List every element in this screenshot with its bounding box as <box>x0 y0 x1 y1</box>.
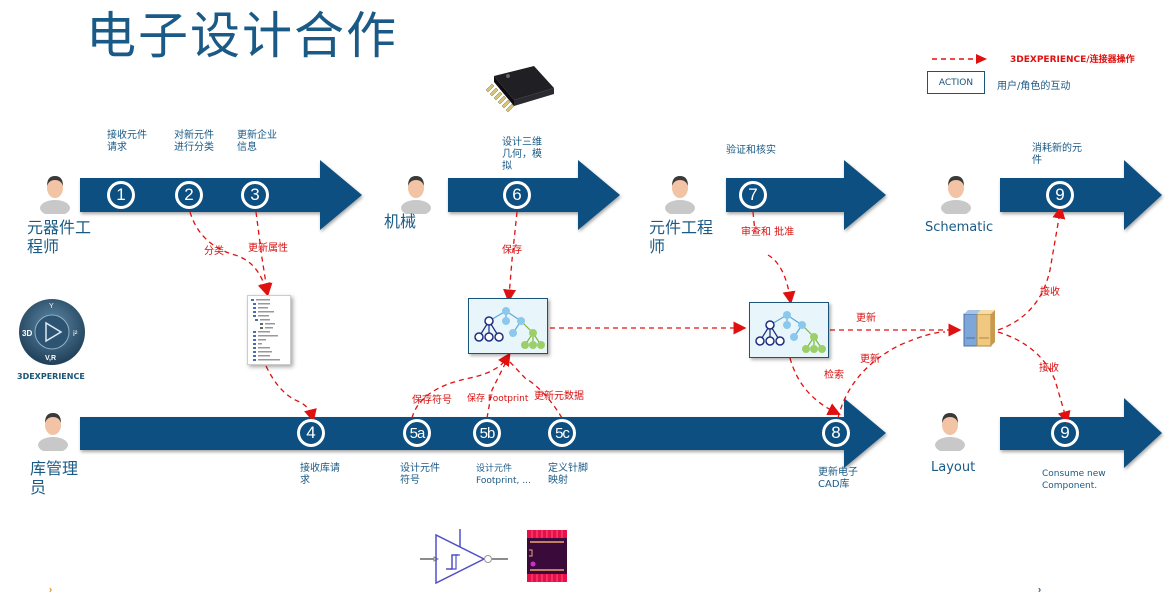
step-circle-4[interactable]: 4 <box>297 419 325 447</box>
connector-tree2-to-8 <box>789 357 841 416</box>
step-3-note: 更新企业信息 <box>237 130 277 153</box>
connector-7-to-tree2 <box>752 211 756 233</box>
3dexperience-logo-text: 3DEXPERIENCE <box>17 372 85 381</box>
step-circle-2[interactable]: 2 <box>175 181 203 209</box>
label-update-2: 更新 <box>860 354 880 365</box>
step-circle-5a[interactable]: 5a <box>403 419 431 447</box>
person-icon-component-engineer-top <box>40 176 70 214</box>
role-component-engineer: 元件工程师 <box>649 218 714 256</box>
flow-arrow-layout <box>1000 398 1162 468</box>
person-icon-mechanical <box>401 176 431 214</box>
label-receive-1: 接收 <box>1040 287 1060 298</box>
step-9-top-note: 消耗新的元件 <box>1032 143 1082 166</box>
step-circle-3[interactable]: 3 <box>241 181 269 209</box>
connector-5c-to-tree <box>509 361 563 419</box>
step-circle-8[interactable]: 8 <box>822 419 850 447</box>
step-5a-note: 设计元件符号 <box>400 463 440 486</box>
legend-action-desc: 用户/角色的互动 <box>997 81 1071 92</box>
connector-6-to-tree <box>503 211 518 303</box>
label-save-symbol: 保存符号 <box>412 395 452 406</box>
footprint-icon <box>527 530 567 582</box>
step-8-note: 更新电子CAD库 <box>818 467 858 490</box>
page-title: 电子设计合作 <box>86 7 398 65</box>
product-structure-tree-1 <box>468 298 548 354</box>
label-review-approve: 审查和 批准 <box>741 227 795 238</box>
step-circle-5c[interactable]: 5c <box>548 419 576 447</box>
step-1-note: 接收元件请求 <box>107 130 147 153</box>
step-circle-9-top[interactable]: 9 <box>1046 181 1074 209</box>
svg-text:Y: Y <box>49 303 54 310</box>
step-circle-7[interactable]: 7 <box>739 181 767 209</box>
step-6-note: 设计三维几何，模拟 <box>502 137 542 172</box>
role-schematic: Schematic <box>925 220 994 235</box>
label-update-attributes: 更新属性 <box>248 243 288 254</box>
flow-arrow-mechanical <box>448 160 620 230</box>
role-component-engineer-top: 元器件工程师 <box>27 218 92 256</box>
step-9-bottom-note: Consume new Component. <box>1042 469 1106 491</box>
schematic-symbol-icon <box>420 529 508 585</box>
library-books-icon <box>963 310 995 347</box>
step-4-note: 接收库请求 <box>300 463 340 486</box>
corner-mark-right: ˒ <box>1037 584 1043 600</box>
step-5b-note: 设计元件 Footprint, ... <box>476 464 531 486</box>
connector-8-to-library <box>837 331 946 419</box>
connector-doc-to-4 <box>265 365 317 423</box>
label-retrieve: 检索 <box>824 370 844 381</box>
step-2-note: 对新元件进行分类 <box>174 130 214 153</box>
person-icon-schematic <box>941 176 971 214</box>
dial-label-vr: V,R <box>45 355 56 362</box>
step-5c-note: 定义针脚映射 <box>548 463 588 486</box>
step-circle-6[interactable]: 6 <box>503 181 531 209</box>
label-save-footprint: 保存 Footprint <box>467 394 529 404</box>
connector-5a-to-tree <box>411 352 511 419</box>
person-icon-component-engineer <box>665 176 695 214</box>
step-circle-1[interactable]: 1 <box>107 181 135 209</box>
label-update-metadata: 更新元数据 <box>534 391 584 402</box>
connector-review-to-tree2 <box>767 254 796 305</box>
person-icon-layout <box>935 413 965 451</box>
person-icon-librarian <box>38 413 68 451</box>
role-mechanical: 机械 <box>384 212 417 231</box>
connector-2-to-doc <box>189 211 271 297</box>
legend-dashed-arrow-icon <box>932 54 987 64</box>
connector-5b-to-tree <box>486 359 508 419</box>
role-librarian: 库管理员 <box>30 459 79 497</box>
connector-library-to-9-top <box>997 205 1066 331</box>
product-structure-tree-2 <box>749 302 829 358</box>
dial-label-i2: i² <box>73 329 78 338</box>
connector-library-to-9-bottom <box>997 331 1071 425</box>
step-circle-5b[interactable]: 5b <box>473 419 501 447</box>
dial-label-3d: 3D <box>22 329 32 338</box>
connector-3-to-doc <box>255 211 273 297</box>
label-receive-2: 接收 <box>1039 363 1059 374</box>
flow-arrow-component-engineer-2 <box>726 160 886 230</box>
legend-action-box: ACTION <box>927 71 985 94</box>
classification-tree-screenshot <box>247 295 291 365</box>
flow-arrow-schematic <box>1000 160 1162 230</box>
flow-arrow-component-engineer <box>80 160 362 230</box>
corner-mark-left: ˒ <box>48 584 54 600</box>
label-classify: 分类 <box>204 246 224 257</box>
label-update-1: 更新 <box>856 313 876 324</box>
3d-chip-icon <box>485 66 554 113</box>
3dexperience-compass-icon: 3D V,R i² Y <box>19 299 85 365</box>
legend-connector-label: 3DEXPERIENCE/连接器操作 <box>1010 55 1135 65</box>
label-save: 保存 <box>502 245 522 256</box>
step-7-note: 验证和核实 <box>726 145 776 156</box>
role-layout: Layout <box>931 460 976 475</box>
step-circle-9-bottom[interactable]: 9 <box>1051 419 1079 447</box>
